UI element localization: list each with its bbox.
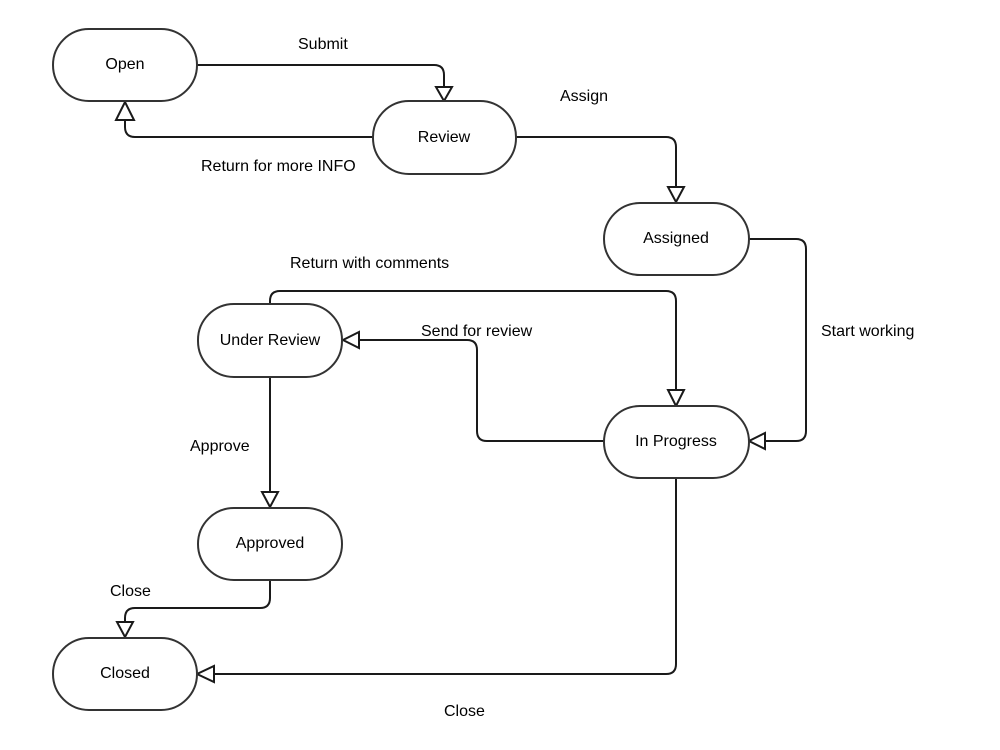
state-under-review[interactable]: Under Review <box>197 303 343 378</box>
arrowhead-icon <box>434 86 454 104</box>
state-closed[interactable]: Closed <box>52 637 198 711</box>
arrowhead-icon <box>260 491 280 510</box>
state-approved[interactable]: Approved <box>197 507 343 581</box>
edge-send-for-review <box>340 330 605 442</box>
arrowhead-icon <box>340 330 360 350</box>
state-open[interactable]: Open <box>52 28 198 102</box>
edge-label-approve: Approve <box>190 438 250 455</box>
edge-return-more-info <box>114 99 373 138</box>
arrowhead-icon <box>746 431 766 451</box>
edge-close-in-progress <box>194 478 677 684</box>
state-label: Approved <box>236 535 305 552</box>
arrowhead-icon <box>666 186 686 205</box>
state-label: Under Review <box>220 332 321 349</box>
state-assigned[interactable]: Assigned <box>603 202 750 276</box>
arrowhead-icon <box>194 664 215 684</box>
state-label: Assigned <box>643 230 709 247</box>
edge-label-start-working: Start working <box>821 323 914 340</box>
arrowhead-icon <box>666 389 686 409</box>
edge-label-return-with-comments: Return with comments <box>290 255 449 272</box>
state-review[interactable]: Review <box>372 100 517 175</box>
edge-label-send-for-review: Send for review <box>421 323 533 340</box>
edge-label-submit: Submit <box>298 36 348 53</box>
arrowhead-icon <box>115 621 135 640</box>
edge-return-with-comments <box>269 290 686 409</box>
state-label: In Progress <box>635 433 717 450</box>
edge-submit <box>197 64 454 104</box>
edge-label-assign: Assign <box>560 88 608 105</box>
edge-label-close-approved: Close <box>110 583 151 600</box>
state-label: Review <box>418 129 471 146</box>
edge-label-close-in-progress: Close <box>444 703 485 720</box>
edge-label-return-more-info: Return for more INFO <box>201 158 356 175</box>
arrowhead-icon <box>114 99 136 121</box>
edge-start-working <box>746 238 807 451</box>
state-in-progress[interactable]: In Progress <box>603 405 750 479</box>
state-label: Open <box>105 56 144 73</box>
edge-close-approved <box>115 580 271 640</box>
edge-assign <box>516 136 686 205</box>
state-label: Closed <box>100 665 150 682</box>
edge-approve <box>260 377 280 510</box>
